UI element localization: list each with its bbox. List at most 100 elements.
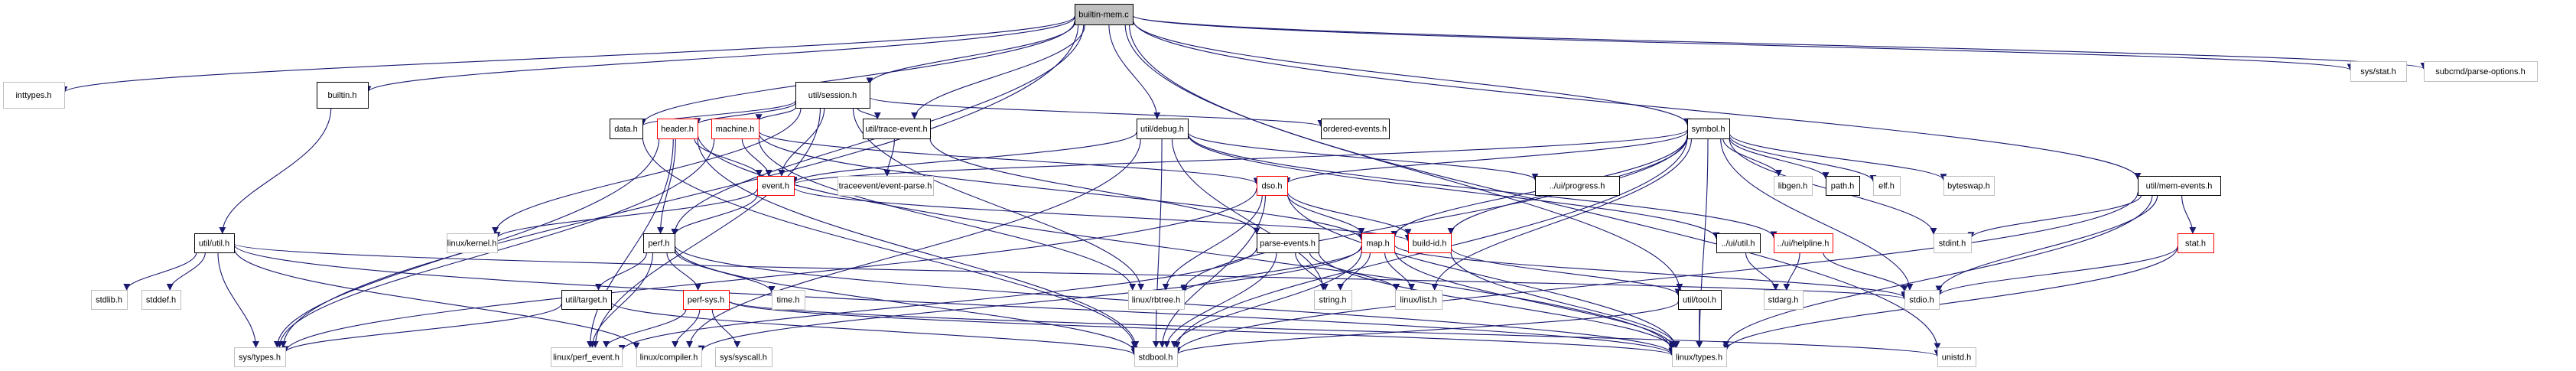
node-byteswap-h: byteswap.h (1943, 176, 1995, 196)
node-perf-h[interactable]: perf.h (643, 233, 675, 253)
edge-perf-sys-h-to-linux-types-h (728, 300, 1676, 356)
edge-stat-h-to-linux-types-h (1722, 246, 2178, 352)
node-ordered-events-h[interactable]: ordered-events.h (1321, 119, 1390, 139)
edge-event-h-to-perf-h (671, 194, 758, 236)
edge-symbol-h-to-elf-h (1729, 135, 1877, 182)
edge-util-trace-event-h-to-parse-events-h (929, 138, 1260, 235)
node-linux-kernel-h: linux/kernel.h (447, 233, 498, 253)
node-symbol-h[interactable]: symbol.h (1687, 119, 1730, 139)
node-box (1257, 233, 1319, 253)
node-util-tool-h[interactable]: util/tool.h (1678, 290, 1722, 310)
node-parse-events-h[interactable]: parse-events.h (1257, 233, 1319, 253)
node-string-h: string.h (1314, 290, 1352, 310)
node-util-target-h[interactable]: util/target.h (561, 290, 612, 310)
node-machine-h[interactable]: machine.h (711, 119, 759, 139)
edge-util-session-h-to-event-h (778, 107, 825, 177)
node-label: ../ui/progress.h (1550, 182, 1605, 191)
node-dso-h[interactable]: dso.h (1257, 176, 1288, 196)
node-stat-h[interactable]: stat.h (2178, 233, 2214, 253)
edge-perf-h-to-stdbool-h (674, 246, 1138, 353)
edge-event-h-to-build-id-h (793, 187, 1412, 242)
node-box (1764, 290, 1804, 310)
edge-util-debug-h-to-ui-util-h (1187, 133, 1720, 239)
node-box (1943, 176, 1995, 196)
edge-builtin-mem-c-to-util-tool-h (1124, 24, 1683, 291)
node-label: stddef.h (146, 296, 176, 305)
node-linux-rbtree-h: linux/rbtree.h (1128, 290, 1185, 310)
edge-perf-sys-h-to-linux-perf-event-h (603, 308, 687, 348)
node-label: stdint.h (1939, 239, 1966, 249)
node-ui-progress-h[interactable]: ../ui/progress.h (1535, 176, 1620, 196)
node-label: elf.h (1878, 182, 1895, 191)
edge-header-h-to-perf-h (657, 138, 676, 234)
node-ui-util-h[interactable]: ../ui/util.h (1716, 233, 1761, 253)
node-label: data.h (614, 125, 638, 134)
edge-builtin-mem-c-to-data-h (639, 21, 1075, 125)
edge-builtin-mem-c-to-symbol-h (1132, 19, 1691, 125)
edge-map-h-to-linux-compiler-h (698, 245, 1362, 353)
node-label: ../ui/helpline.h (1778, 239, 1830, 249)
node-box (1128, 290, 1185, 310)
node-util-mem-events-h[interactable]: util/mem-events.h (2138, 176, 2221, 196)
edge-util-util-h-to-linux-types-h (233, 244, 1676, 356)
edge-header-h-to-linux-types-h (697, 132, 1676, 352)
node-linux-types-h: linux/types.h (1672, 347, 1727, 367)
node-label: sys/syscall.h (720, 353, 767, 363)
node-event-h[interactable]: event.h (757, 176, 795, 196)
node-linux-perf-event-h: linux/perf_event.h (551, 347, 623, 367)
node-box (1321, 119, 1390, 139)
node-box (657, 119, 698, 139)
node-builtin-mem-c[interactable]: builtin-mem.c (1075, 4, 1134, 25)
edge-event-h-to-linux-kernel-h (493, 188, 758, 239)
node-util-debug-h[interactable]: util/debug.h (1137, 119, 1189, 139)
node-box (317, 82, 369, 109)
node-label: linux/types.h (1676, 353, 1722, 363)
edge-util-debug-h-to-stdbool-h (1152, 138, 1163, 348)
node-label: stdbool.h (1139, 353, 1173, 363)
edge-builtin-mem-c-to-subcmd-parse-options-h (1132, 15, 2427, 70)
edge-perf-h-to-time-h (674, 249, 776, 293)
edge-perf-h-to-util-target-h (595, 252, 648, 291)
node-perf-sys-h[interactable]: perf-sys.h (683, 290, 730, 310)
edge-builtin-mem-c-to-util-debug-h (1108, 24, 1161, 119)
edge-symbol-h-to-path-h (1729, 137, 1830, 180)
edge-util-debug-h-to-event-h (790, 132, 1137, 184)
node-header-h[interactable]: header.h (657, 119, 698, 139)
node-box (1678, 290, 1722, 310)
edge-machine-h-to-event-h (741, 138, 772, 177)
node-util-trace-event-h[interactable]: util/trace-event.h (863, 119, 931, 139)
node-build-id-h[interactable]: build-id.h (1408, 233, 1452, 253)
node-builtin-h[interactable]: builtin.h (317, 82, 369, 109)
edge-ui-helpline-h-to-stdarg-h (1783, 252, 1800, 291)
node-subcmd-parse-options-h: subcmd/parse-options.h (2424, 61, 2538, 82)
node-box (863, 119, 931, 139)
node-box (1257, 176, 1288, 196)
edge-stat-h-to-stdio-h (1935, 246, 2178, 297)
node-box (838, 176, 934, 196)
node-sys-types-h: sys/types.h (234, 347, 286, 367)
node-stddef-h: stddef.h (141, 290, 181, 310)
node-box (2178, 233, 2214, 253)
edge-util-debug-h-to-ui-progress-h (1187, 132, 1539, 181)
edge-map-h-to-string-h (1337, 252, 1371, 291)
node-label: linux/kernel.h (447, 239, 497, 249)
edge-symbol-h-to-linux-types-h (1696, 138, 1709, 348)
node-util-session-h[interactable]: util/session.h (795, 82, 870, 109)
node-label: perf.h (648, 239, 669, 249)
node-label: subcmd/parse-options.h (2435, 67, 2525, 76)
node-util-util-h[interactable]: util/util.h (194, 233, 235, 253)
edge-machine-h-to-dso-h (758, 130, 1260, 185)
node-path-h[interactable]: path.h (1826, 176, 1860, 196)
node-data-h[interactable]: data.h (610, 119, 643, 139)
edge-builtin-mem-c-to-sys-types-h (279, 24, 1079, 348)
node-box (715, 347, 772, 367)
edge-build-id-h-to-linux-types-h (1450, 252, 1680, 348)
node-ui-helpline-h[interactable]: ../ui/helpline.h (1774, 233, 1833, 253)
edge-util-target-h-to-stdbool-h (610, 301, 1138, 356)
node-map-h[interactable]: map.h (1361, 233, 1395, 253)
edge-dso-h-to-stdbool-h (1159, 194, 1267, 348)
node-box (1687, 119, 1730, 139)
node-libgen-h: libgen.h (1774, 176, 1813, 196)
node-box (1535, 176, 1620, 196)
edge-machine-h-to-linux-rbtree-h (758, 138, 1137, 291)
